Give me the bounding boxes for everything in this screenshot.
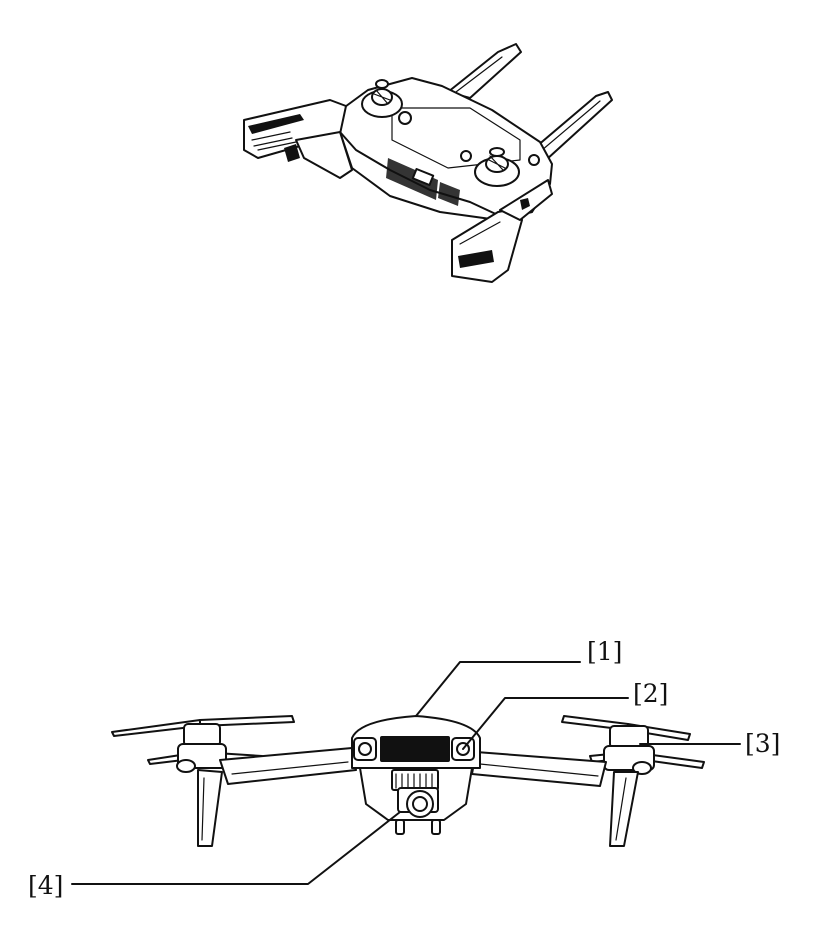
- remote-controller-drawing: [244, 44, 612, 282]
- antenna-left: [448, 44, 521, 98]
- arm-left: [220, 748, 356, 784]
- callout-label-3: [3]: [745, 729, 780, 758]
- landing-leg-right: [610, 772, 638, 846]
- landing-leg-left: [198, 770, 222, 846]
- drone-drawing: [112, 716, 704, 846]
- drone-body: [352, 716, 480, 834]
- front-panel: [380, 736, 450, 762]
- callout-label-4: [4]: [28, 871, 63, 900]
- button-icon: [461, 151, 471, 161]
- button-icon: [529, 155, 539, 165]
- motor-left: [177, 724, 226, 772]
- downward-sensor-right: [432, 820, 440, 834]
- callout-label-1: [1]: [587, 637, 622, 666]
- downward-sensor-left: [396, 820, 404, 834]
- callout-1: [1]: [416, 637, 622, 716]
- button-icon: [399, 112, 411, 124]
- leader-line-4: [72, 812, 400, 884]
- phone-clamp-left: [244, 100, 352, 178]
- arm-right: [472, 752, 606, 786]
- callout-label-2: [2]: [633, 679, 668, 708]
- motor-right: [604, 726, 654, 774]
